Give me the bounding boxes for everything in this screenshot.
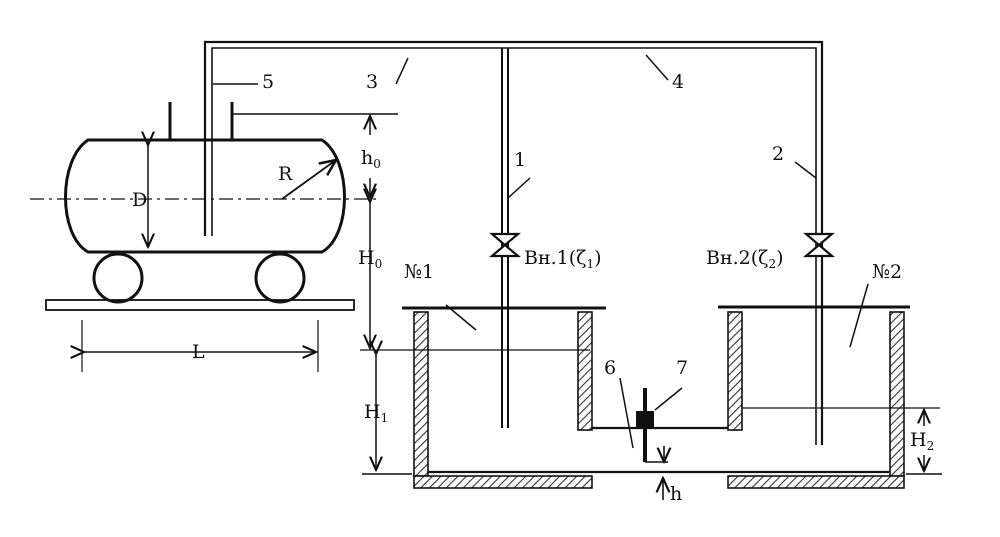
label-h0: h0 [361,147,381,171]
label-6: 6 [604,357,616,379]
leader-tank1 [445,304,477,331]
label-4: 4 [672,71,684,93]
tank-shell [64,138,346,254]
label-h: h [670,483,682,505]
label-2: 2 [772,143,784,165]
label-tank2: №2 [872,261,902,283]
tank1-wall-left [413,311,429,477]
reservoirs [360,283,942,489]
tank1-wall-right [577,311,593,431]
label-tank1: №1 [404,261,434,283]
gate [619,377,683,500]
label-L: L [192,341,205,363]
tank2-wall-right [889,311,905,477]
label-valve-2: Вн.2(ζ2) [706,247,784,271]
label-D: D [132,189,147,211]
leader-4 [645,54,669,81]
dimensions [370,116,924,471]
label-7: 7 [676,357,688,379]
valve-2 [802,232,836,258]
rail [45,299,355,311]
bottom-slab-left [413,475,593,489]
label-H1: H1 [364,401,388,425]
tank-neck [168,102,234,140]
leader-3 [395,57,409,85]
tank-car [30,102,398,372]
label-3: 3 [366,71,378,93]
label-H0: H0 [358,247,382,271]
leader-tank2 [849,283,869,348]
bottom-slab-right [727,475,905,489]
radius-dim [281,160,336,200]
leader-1 [507,177,531,199]
label-valve-1: Вн.1(ζ1) [524,247,602,271]
label-R: R [278,163,293,185]
labels: 1 2 3 4 5 6 7 R D L h0 H0 H1 H2 h Вн.1(ζ… [132,71,934,505]
leader-2 [794,161,817,179]
wheel-right [254,252,306,304]
leader-6 [619,377,634,449]
valve-1 [488,232,522,258]
leader-7 [654,387,683,411]
tank2-wall-left [727,311,743,431]
label-1: 1 [514,149,526,171]
label-H2: H2 [910,429,934,453]
wheel-left [92,252,144,304]
label-5: 5 [262,71,274,93]
